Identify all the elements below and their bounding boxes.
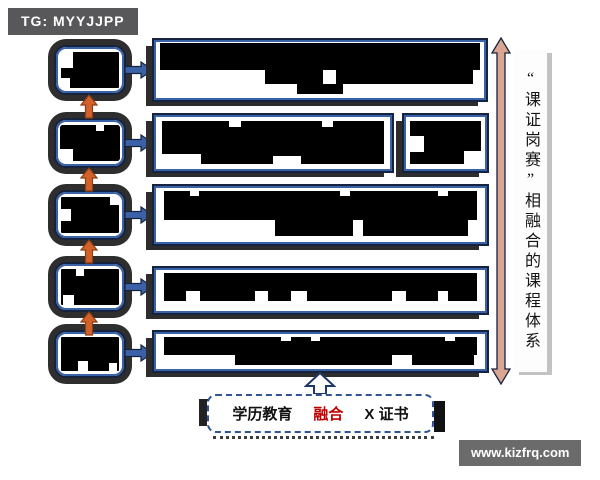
tag-badge: TG: MYYJJPP (8, 8, 138, 35)
banner-shadow (434, 401, 445, 432)
redacted-content (157, 271, 484, 310)
redacted-content (157, 118, 389, 168)
redacted-content (59, 123, 121, 163)
up-arrow-icon (80, 167, 98, 192)
right-arrow-icon (124, 134, 154, 152)
right-arrow-icon (124, 61, 154, 79)
redacted-content (157, 335, 484, 368)
watermark-badge: www.kizfrq.com (459, 440, 582, 466)
flow-left-box-4 (54, 262, 126, 312)
flow-right-box-3 (152, 184, 489, 246)
bottom-banner: 学历教育 融合 X 证书 (207, 394, 434, 433)
banner-label-x-certificate: X 证书 (364, 406, 409, 423)
vertical-title: “课证岗赛”相融合的课程体系 (522, 70, 539, 352)
double-vertical-arrow-icon (491, 37, 511, 385)
flow-right-box-4 (152, 266, 489, 315)
banner-label-fusion: 融合 (313, 406, 344, 423)
banner-shadow-dots (213, 436, 434, 439)
redacted-content (59, 195, 121, 235)
vertical-title-panel: “课证岗赛”相融合的课程体系 (514, 50, 547, 372)
redacted-content (59, 267, 121, 307)
redacted-content (157, 189, 484, 241)
redacted-content (157, 43, 483, 97)
flow-right-box-2b (402, 113, 489, 173)
right-arrow-icon (124, 278, 154, 296)
flow-left-box-1 (54, 45, 126, 95)
up-arrow-icon (80, 311, 98, 336)
redacted-content (59, 50, 121, 90)
flow-right-box-1 (152, 38, 488, 102)
merge-up-arrow-icon (304, 372, 336, 395)
flow-left-box-2 (54, 118, 126, 168)
up-arrow-icon (80, 94, 98, 119)
banner-label-degree-education: 学历教育 (232, 406, 293, 423)
redacted-content (59, 335, 121, 373)
up-arrow-icon (80, 239, 98, 264)
banner-shadow (199, 399, 208, 426)
right-arrow-icon (124, 344, 154, 362)
flow-right-box-5 (152, 330, 489, 373)
flow-right-box-2a (152, 113, 394, 173)
flow-left-box-3 (54, 190, 126, 240)
right-arrow-icon (124, 206, 154, 224)
redacted-content (407, 118, 484, 168)
flow-left-box-5 (54, 330, 126, 378)
